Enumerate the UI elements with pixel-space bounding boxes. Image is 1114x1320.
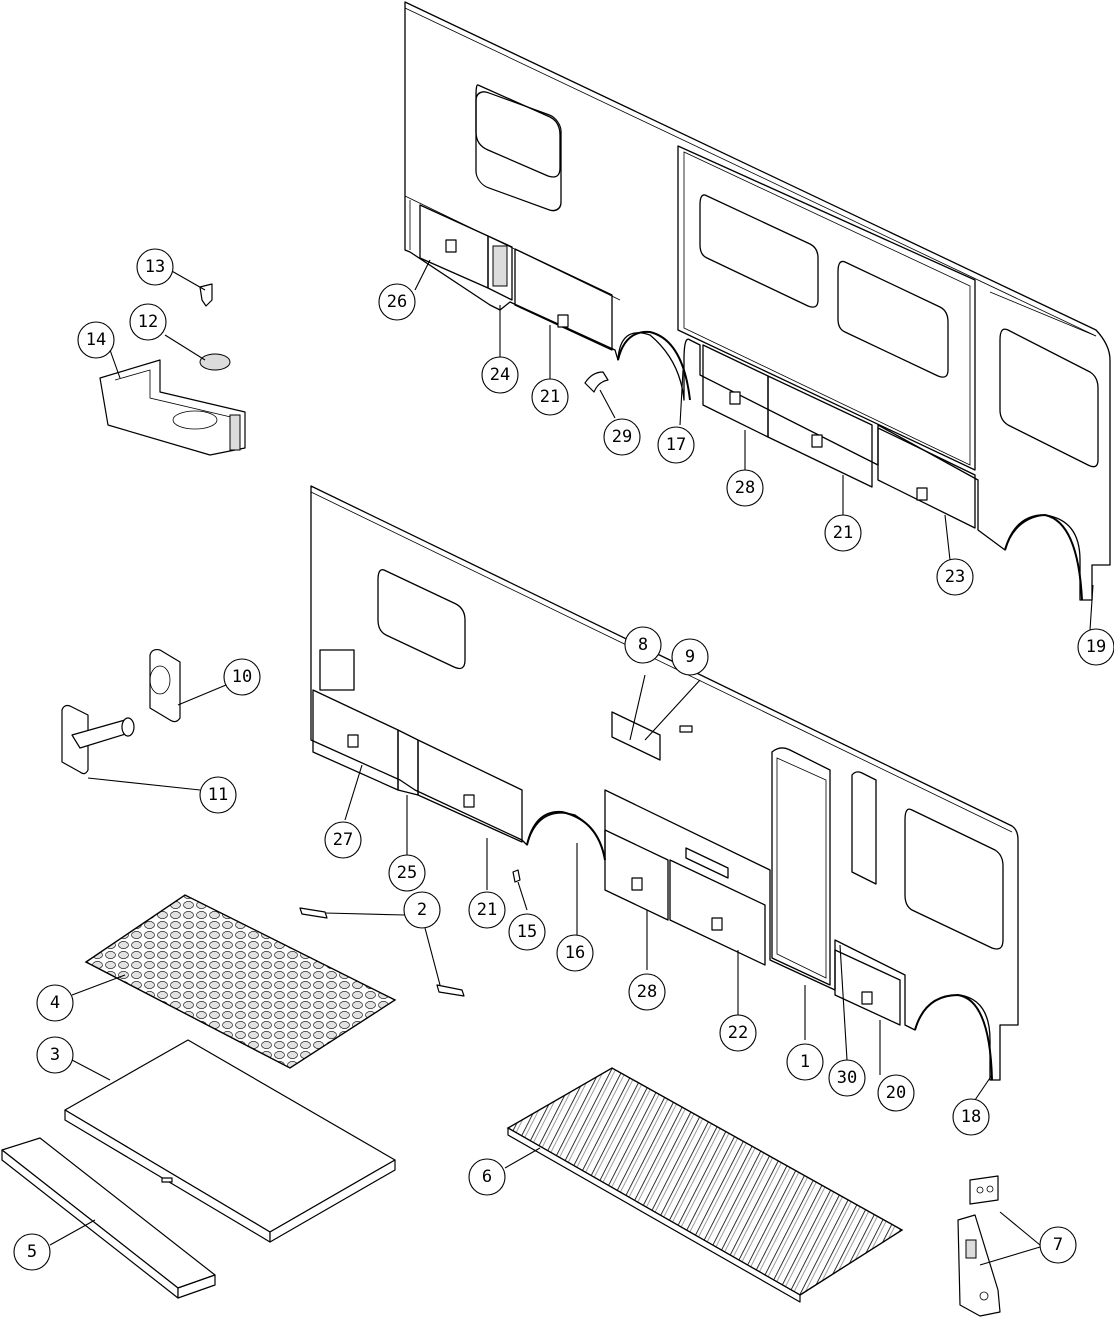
callout-15: 15 [508, 913, 546, 951]
svg-text:16: 16 [565, 943, 585, 963]
callout-19: 19 [1077, 628, 1114, 666]
callout-3: 3 [36, 1036, 74, 1074]
svg-text:19: 19 [1086, 637, 1106, 657]
svg-text:9: 9 [685, 647, 695, 667]
callout-27: 27 [324, 821, 362, 859]
lower-side-wall [310, 485, 1019, 1081]
svg-text:20: 20 [886, 1083, 906, 1103]
part-3-step [64, 1039, 396, 1243]
callout-11: 11 [199, 776, 237, 814]
svg-text:6: 6 [482, 1167, 492, 1187]
svg-text:21: 21 [540, 387, 560, 407]
callout-18: 18 [952, 1098, 990, 1136]
upper-side-wall [404, 1, 1111, 601]
callout-28-lower: 28 [628, 973, 666, 1011]
svg-text:5: 5 [27, 1242, 37, 1262]
callout-14: 14 [77, 321, 115, 359]
svg-text:10: 10 [232, 667, 252, 687]
svg-text:24: 24 [490, 365, 510, 385]
svg-text:14: 14 [86, 330, 106, 350]
callout-21-upper-left: 21 [531, 378, 569, 416]
callout-29: 29 [603, 418, 641, 456]
part-5-angle-trim [1, 1137, 216, 1299]
callout-12: 12 [129, 303, 167, 341]
svg-text:23: 23 [945, 567, 965, 587]
callout-8: 8 [624, 626, 662, 664]
callout-23: 23 [936, 558, 974, 596]
callout-7: 7 [1039, 1226, 1077, 1264]
svg-text:26: 26 [387, 292, 407, 312]
part-2-bracket-b [436, 984, 465, 997]
callout-4: 4 [36, 984, 74, 1022]
svg-text:7: 7 [1053, 1235, 1063, 1255]
svg-text:1: 1 [800, 1052, 810, 1072]
svg-text:15: 15 [517, 922, 537, 942]
svg-text:3: 3 [50, 1045, 60, 1065]
callout-10: 10 [223, 658, 261, 696]
part-4-dot-mat [84, 894, 397, 1069]
callout-1: 1 [786, 1043, 824, 1081]
svg-text:13: 13 [145, 257, 165, 277]
part-6-ribbed-tread [506, 1067, 904, 1303]
svg-text:28: 28 [637, 982, 657, 1002]
callout-21-upper-right: 21 [824, 514, 862, 552]
callout-26: 26 [378, 283, 416, 321]
svg-text:17: 17 [666, 435, 686, 455]
part-12-cap [199, 353, 231, 371]
svg-text:21: 21 [833, 523, 853, 543]
part-14-tray [99, 359, 246, 456]
svg-text:29: 29 [612, 427, 632, 447]
svg-text:27: 27 [333, 830, 353, 850]
callout-17: 17 [657, 426, 695, 464]
part-11-door-catch [61, 704, 135, 775]
part-10-door-holder [149, 648, 181, 723]
callout-5: 5 [13, 1233, 51, 1271]
svg-text:28: 28 [735, 478, 755, 498]
svg-text:11: 11 [208, 785, 228, 805]
svg-text:18: 18 [961, 1107, 981, 1127]
callout-2: 2 [403, 891, 441, 929]
callout-13: 13 [136, 248, 174, 286]
callout-28-upper: 28 [726, 469, 764, 507]
callout-24: 24 [481, 356, 519, 394]
svg-text:12: 12 [138, 312, 158, 332]
svg-text:8: 8 [638, 635, 648, 655]
callout-20: 20 [877, 1074, 915, 1112]
svg-text:30: 30 [837, 1068, 857, 1088]
callout-9: 9 [671, 638, 709, 676]
part-7-hinge-assembly [957, 1175, 1001, 1317]
callout-21-lower: 21 [468, 891, 506, 929]
svg-text:25: 25 [397, 863, 417, 883]
callout-6: 6 [468, 1158, 506, 1196]
svg-text:4: 4 [50, 993, 60, 1013]
part-15-bracket [512, 869, 521, 883]
callout-22: 22 [719, 1014, 757, 1052]
leader-lines [49, 259, 1094, 1266]
part-29-wheel-well-trim [584, 371, 609, 393]
part-13-latch [199, 283, 213, 307]
callout-25: 25 [388, 854, 426, 892]
part-2-bracket-a [299, 907, 328, 919]
svg-text:2: 2 [417, 900, 427, 920]
callout-16: 16 [556, 934, 594, 972]
svg-text:22: 22 [728, 1023, 748, 1043]
svg-text:21: 21 [477, 900, 497, 920]
callout-30: 30 [828, 1059, 866, 1097]
